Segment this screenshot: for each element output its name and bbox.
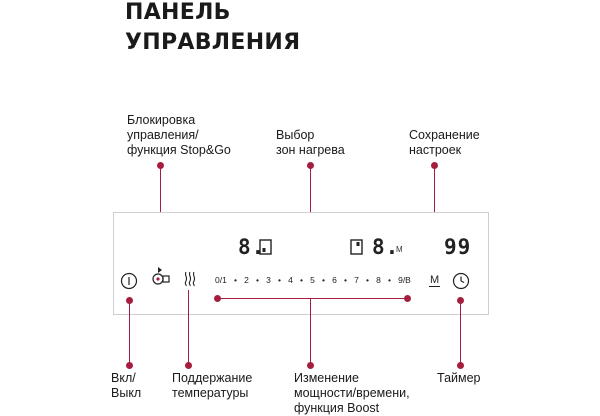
scale-dot: • — [299, 275, 303, 285]
callout-line-level — [310, 299, 311, 365]
callout-dot-keepwarm-bottom — [185, 362, 192, 369]
callout-line-zones — [310, 165, 311, 249]
label-lock: Блокировка управления/ функция Stop&Go — [127, 113, 231, 157]
zone-left-icon[interactable] — [259, 239, 272, 260]
scale-line — [217, 298, 407, 299]
scale-dot: • — [255, 275, 259, 285]
power-icon[interactable] — [120, 272, 138, 295]
page-title: ПАНЕЛЬ УПРАВЛЕНИЯ — [125, 0, 425, 58]
scale-dot: • — [343, 275, 347, 285]
child-lock-icon[interactable] — [151, 265, 171, 292]
steam-icon[interactable] — [183, 270, 197, 293]
scale-dot: • — [321, 275, 325, 285]
label-power: Вкл/ Выкл — [111, 371, 142, 400]
title-line-1: ПАНЕЛЬ — [125, 0, 231, 25]
label-level: Изменение мощности/времени, функция Boos… — [294, 371, 410, 415]
clock-icon[interactable] — [452, 272, 470, 295]
zone-right-display: 8. — [372, 235, 400, 259]
control-panel — [113, 212, 489, 315]
title-line-2: УПРАВЛЕНИЯ — [125, 30, 301, 55]
scale-dot: • — [365, 275, 369, 285]
scale-dot: • — [387, 275, 391, 285]
scale-label: 4 — [288, 275, 293, 285]
callout-dot-timer-bottom — [457, 362, 464, 369]
scale-dot-left — [214, 295, 221, 302]
scale-dot: • — [277, 275, 281, 285]
scale-label: 0/1 — [215, 275, 227, 285]
callout-line-timer — [460, 300, 461, 365]
label-save: Сохранение настроек — [409, 128, 480, 157]
scale-label: 7 — [354, 275, 359, 285]
scale-dot-right — [404, 295, 411, 302]
zone-left-display: 8. — [238, 235, 266, 259]
memory-button[interactable]: M — [429, 274, 441, 287]
zone-right-unit: M — [396, 245, 403, 254]
callout-line-power — [129, 300, 130, 365]
callout-line-keepwarm — [188, 290, 189, 365]
label-keepwarm: Поддержание температуры — [172, 371, 253, 400]
scale-label: 3 — [266, 275, 271, 285]
label-timer: Таймер — [437, 371, 481, 385]
power-level-scale[interactable]: 0/1 • 2 • 3 • 4 • 5 • 6 • 7 • 8 • 9/B — [215, 275, 411, 285]
scale-label: 5 — [310, 275, 315, 285]
label-zones: Выбор зон нагрева — [276, 128, 345, 157]
scale-label: 8 — [376, 275, 381, 285]
callout-dot-power-bottom — [126, 362, 133, 369]
scale-label: 9/B — [398, 275, 411, 285]
scale-label: 2 — [244, 275, 249, 285]
timer-display: 99 — [444, 235, 472, 259]
zone-right-icon[interactable] — [350, 239, 363, 260]
callout-dot-level-bottom — [307, 362, 314, 369]
scale-dot: • — [233, 275, 237, 285]
scale-label: 6 — [332, 275, 337, 285]
